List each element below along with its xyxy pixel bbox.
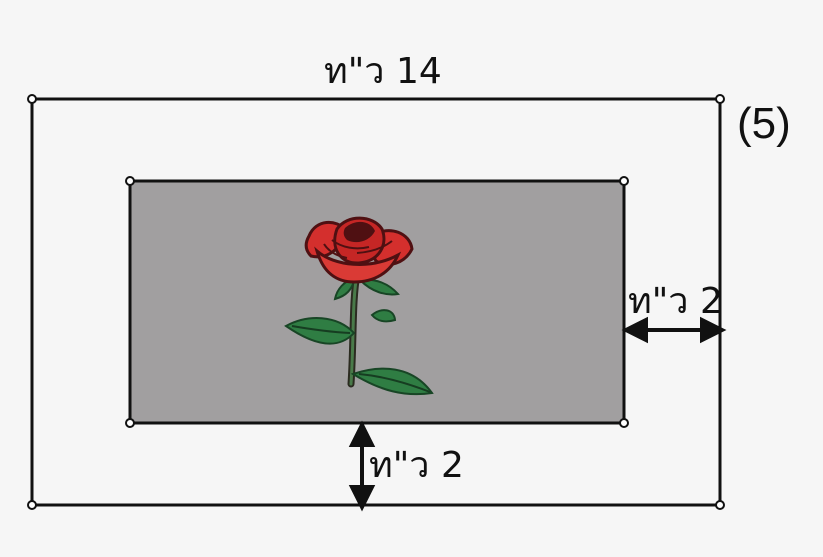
outer-width-label: ท"ว 14	[324, 51, 442, 92]
bottom-margin-label: ท"ว 2	[369, 445, 464, 486]
figure-number: (5)	[737, 99, 791, 148]
rose-small-leaf	[370, 309, 397, 323]
rose-petal-front	[314, 246, 402, 284]
right-margin-label: ท"ว 2	[628, 281, 723, 322]
rose-illustration	[284, 216, 434, 396]
rose-leaf-left-vein	[291, 325, 351, 334]
rose-core-shadow	[343, 221, 375, 243]
rose-leaf-right-vein	[358, 373, 431, 393]
bottom-margin-arrow	[348, 420, 376, 512]
rose-petal-detail-1	[331, 239, 370, 250]
rose-petal-detail-3	[323, 243, 348, 259]
outer-frame	[30, 97, 722, 507]
right-margin-arrow	[621, 316, 727, 344]
corner-handles	[27, 94, 725, 510]
rose-petal-detail-2	[356, 240, 393, 254]
